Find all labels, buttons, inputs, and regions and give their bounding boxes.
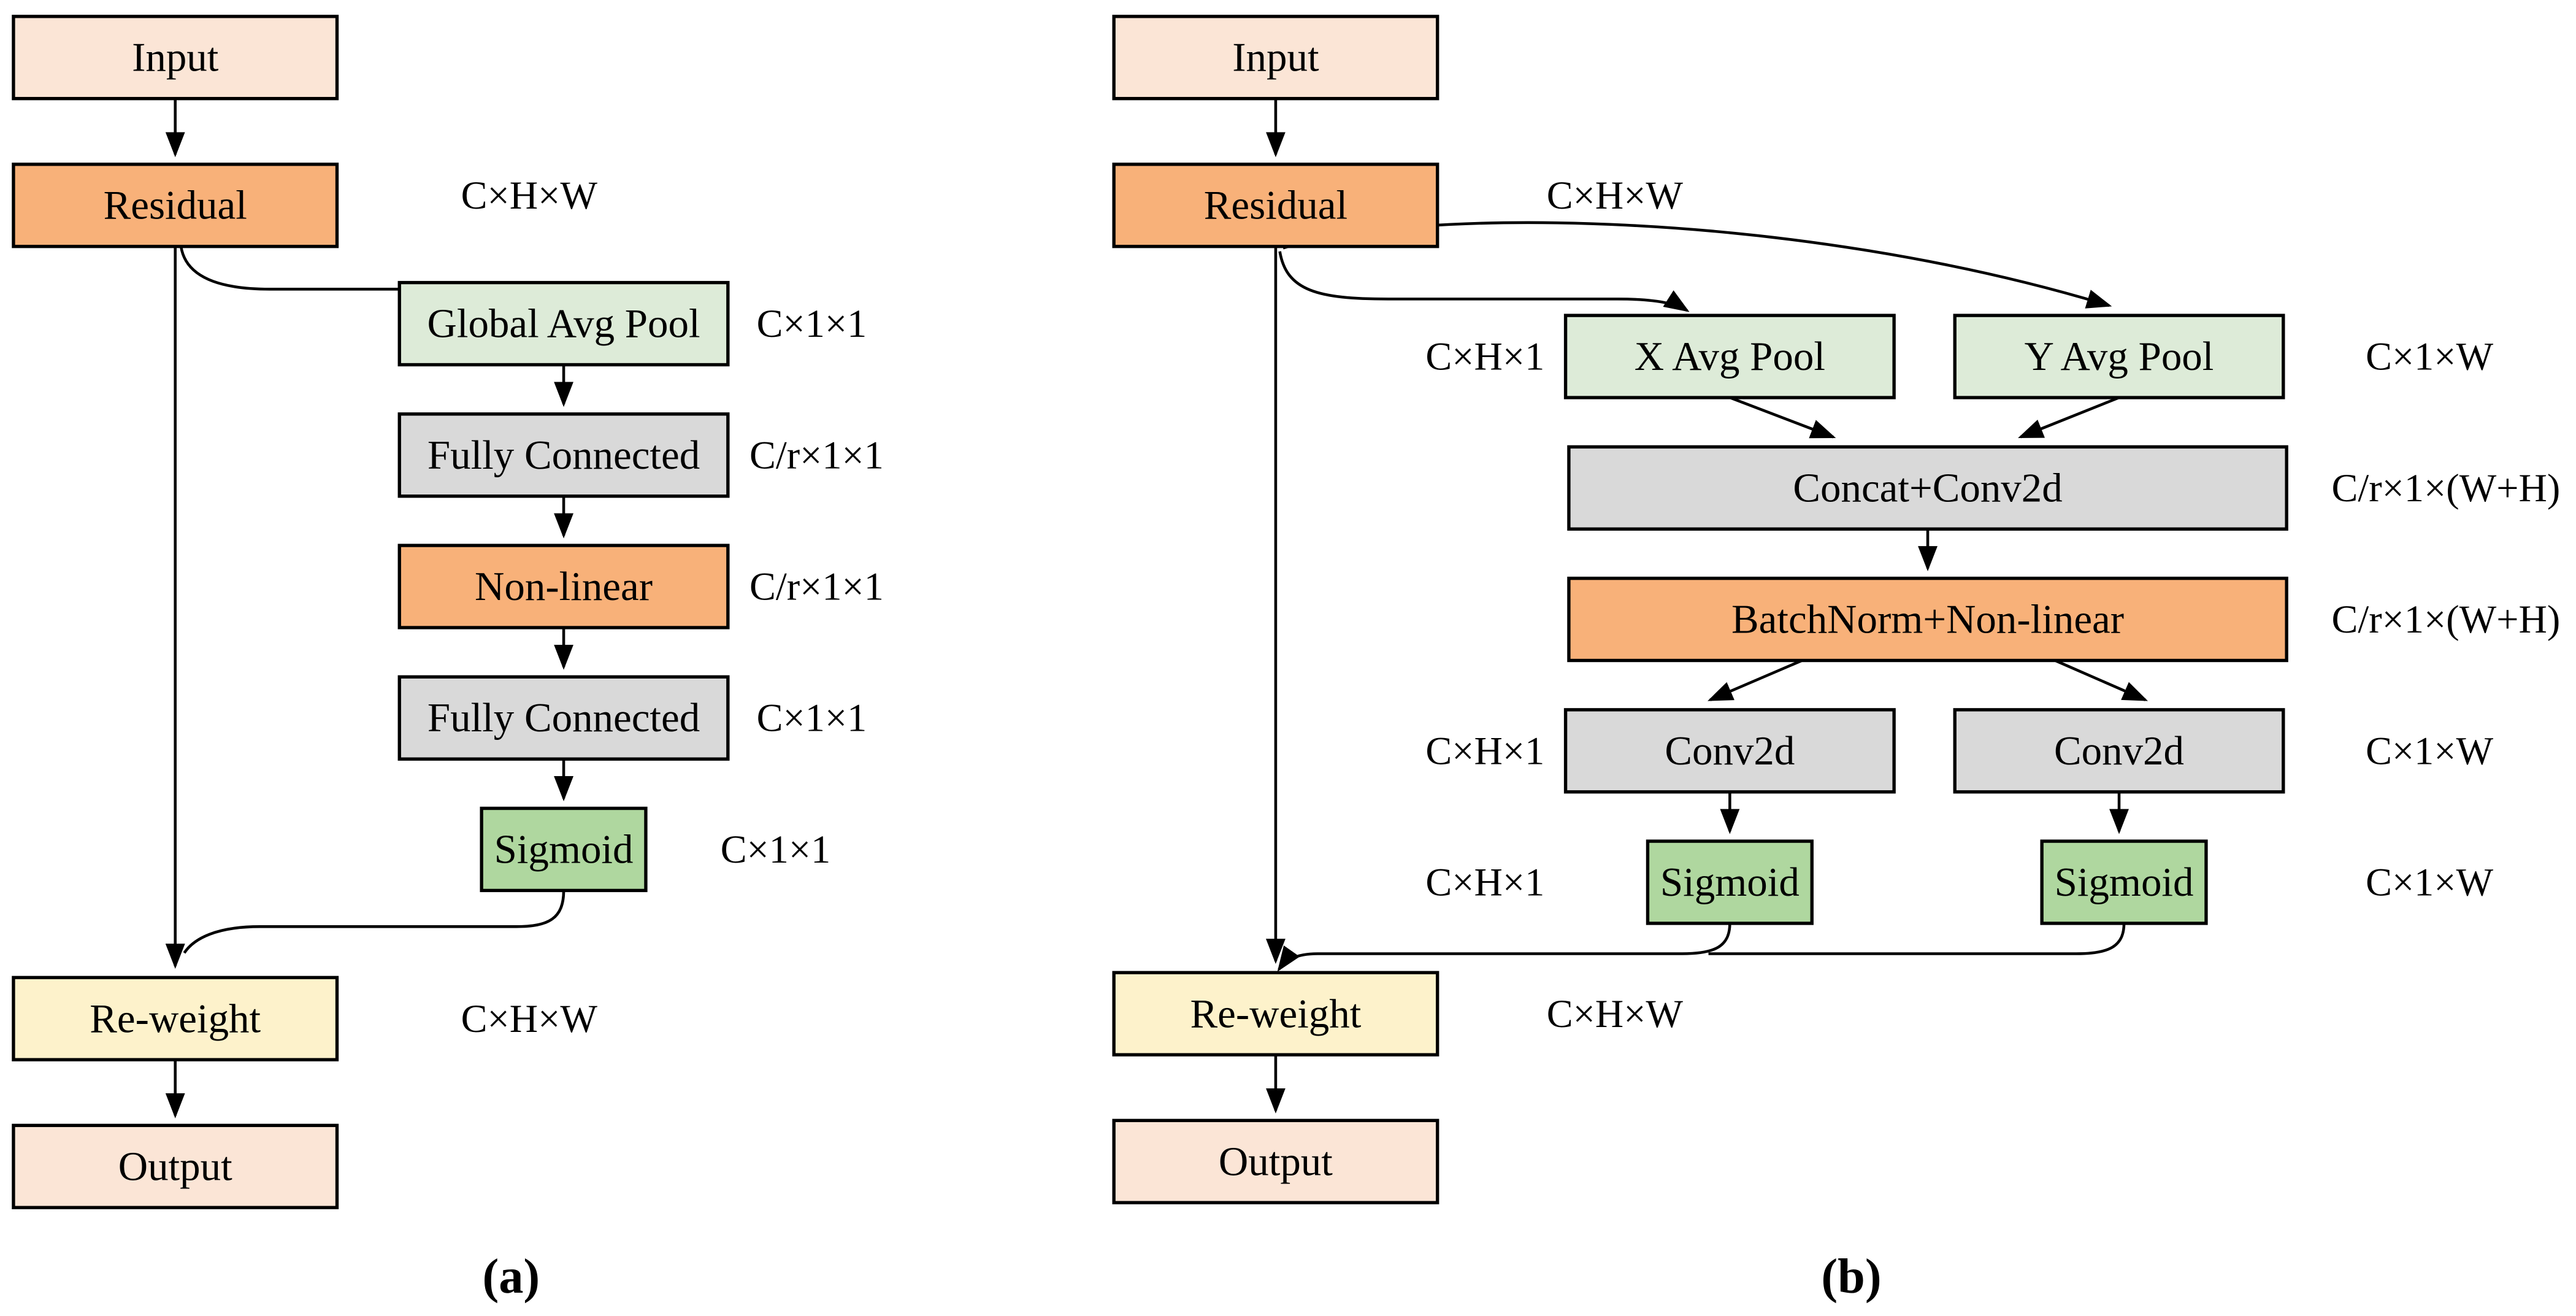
non-linear-box-a [397, 544, 730, 629]
panel-a-nodes: Input Residual Global Avg Pool Fully Con… [12, 15, 730, 1209]
arrow-batchnorm-convright-b [2054, 659, 2149, 701]
residual-label-a: Residual [104, 183, 247, 228]
dim-global-avg-pool-a: C×1×1 [757, 302, 867, 345]
input-box-b [1112, 15, 1439, 101]
x-avg-pool-label-b: X Avg Pool [1635, 334, 1825, 379]
batchnorm-non-linear-box-b [1567, 576, 2288, 663]
y-avg-pool-label-b: Y Avg Pool [2025, 334, 2214, 379]
dim-reweight-b: C×H×W [1547, 992, 1684, 1036]
arrow-residual-xavgpool-b [1278, 251, 1690, 312]
fully-connected-1-box-a [397, 412, 730, 498]
input-label-b: Input [1232, 35, 1319, 80]
dim-reweight-a: C×H×W [461, 997, 598, 1041]
global-avg-pool-box-a [397, 280, 730, 367]
residual-box-b [1112, 163, 1439, 248]
dim-conv-right-out-b: C×1×W [2366, 729, 2493, 772]
dim-ypool-out-b: C×1×W [2366, 335, 2493, 379]
conv2d-right-label-b: Conv2d [2054, 728, 2184, 774]
fully-connected-1-label-a: Fully Connected [427, 433, 700, 478]
fully-connected-2-box-a [397, 675, 730, 761]
panel-b-nodes: Input Residual X Avg Pool Y Avg Pool Con… [1112, 15, 2288, 1204]
conv2d-left-box-b [1563, 708, 1896, 794]
output-label-b: Output [1219, 1139, 1333, 1184]
concat-conv2d-box-b [1567, 445, 2288, 531]
panel-a-dim-labels: C×H×W C×1×1 C/r×1×1 C/r×1×1 C×1×1 C×1×1 … [461, 174, 884, 1041]
dim-concat-conv2d-b: C/r×1×(W+H) [2332, 466, 2561, 510]
residual-box-a [12, 163, 339, 248]
sigmoid-label-a: Sigmoid [494, 826, 634, 872]
output-box-a [12, 1123, 339, 1209]
caption-a: (a) [483, 1249, 540, 1304]
dim-sigmoid-a: C×1×1 [721, 828, 831, 871]
sigmoid-right-label-b: Sigmoid [2055, 860, 2194, 905]
input-label-a: Input [132, 35, 219, 80]
global-avg-pool-label-a: Global Avg Pool [427, 301, 700, 347]
dim-batchnorm-non-linear-b: C/r×1×(W+H) [2332, 598, 2561, 641]
sigmoid-left-box-b [1646, 839, 1814, 925]
y-avg-pool-box-b [1953, 314, 2285, 399]
dim-residual-a: C×H×W [461, 174, 598, 217]
fully-connected-2-label-a: Fully Connected [427, 695, 700, 741]
conv2d-left-label-b: Conv2d [1665, 728, 1795, 774]
arrow-batchnorm-convleft-b [1708, 659, 1803, 701]
dim-residual-b: C×H×W [1547, 174, 1684, 217]
reweight-box-b [1112, 971, 1439, 1056]
dim-fully-connected-1-a: C/r×1×1 [749, 433, 884, 477]
curve-sigmoidright-collector-b [1708, 923, 2126, 955]
panel-a-edges [165, 98, 573, 1118]
sigmoid-left-label-b: Sigmoid [1660, 860, 1800, 905]
reweight-label-a: Re-weight [90, 996, 261, 1041]
x-avg-pool-box-b [1563, 314, 1896, 399]
curve-sigmoid-reweight-a [183, 890, 565, 954]
sigmoid-box-a [480, 806, 648, 893]
panel-b-dim-labels: C×H×W C×H×1 C×1×W C/r×1×(W+H) C/r×1×(W+H… [1425, 174, 2560, 1036]
input-box-a [12, 15, 339, 101]
arrow-yavgpool-concat-b [2018, 396, 2120, 439]
conv2d-right-box-b [1953, 708, 2285, 794]
dim-fully-connected-2-a: C×1×1 [757, 696, 867, 740]
reweight-label-b: Re-weight [1190, 991, 1361, 1036]
residual-label-b: Residual [1204, 183, 1347, 228]
dim-conv-left-in-b: C×H×1 [1425, 729, 1544, 772]
dim-sigmoid-right-out-b: C×1×W [2366, 861, 2493, 904]
dim-sigmoid-left-in-b: C×H×1 [1425, 861, 1544, 904]
output-box-b [1112, 1118, 1439, 1204]
dim-non-linear-a: C/r×1×1 [749, 565, 884, 609]
output-label-a: Output [118, 1144, 232, 1189]
dim-xpool-in-b: C×H×1 [1425, 335, 1544, 379]
sigmoid-right-box-b [2040, 839, 2208, 925]
concat-conv2d-label-b: Concat+Conv2d [1793, 465, 2062, 510]
caption-b: (b) [1821, 1249, 1881, 1304]
arrow-xavgpool-concat-b [1729, 396, 1836, 439]
curve-sigmoidleft-reweight-b [1277, 923, 1731, 972]
batchnorm-non-linear-label-b: BatchNorm+Non-linear [1731, 597, 2124, 642]
reweight-box-a [12, 975, 339, 1061]
non-linear-label-a: Non-linear [475, 564, 653, 609]
